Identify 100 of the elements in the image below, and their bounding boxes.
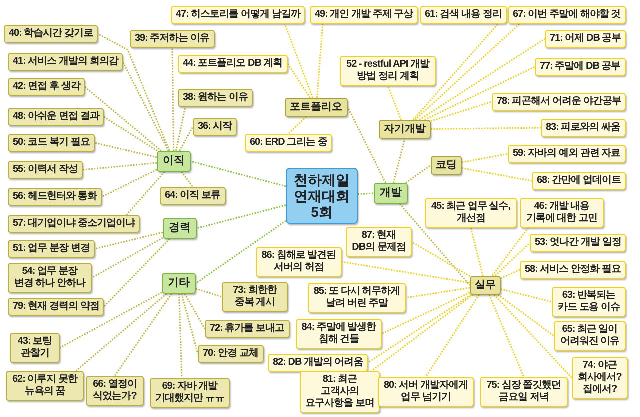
topic-note: 69: 자바 개발 기대했지만 ㅠㅠ — [150, 378, 230, 408]
topic-note: 57: 대기업이냐 중소기업이냐 — [8, 215, 140, 233]
topic-note: 64: 이직 보류 — [160, 187, 226, 205]
topic-note: 73: 희한한 중복 게시 — [222, 282, 288, 312]
subtopic: 실무 — [470, 276, 501, 295]
connector-line — [184, 294, 206, 330]
topic-note: 51: 업무 분장 변경 — [8, 240, 95, 258]
connector-line — [104, 116, 158, 152]
connector-line — [412, 241, 470, 278]
topic-note: 38: 원하는 이유 — [178, 89, 254, 107]
topic-note: 82: DB 개발의 어려움 — [268, 354, 368, 372]
connector-line — [172, 48, 175, 152]
topic-note: 41: 서비스 개발의 회의감 — [8, 53, 124, 71]
central-topic: 천하제일 연재대회 5회 — [286, 168, 358, 224]
main-topic: 기타 — [162, 273, 196, 294]
connector-line — [179, 126, 194, 152]
connector-line — [181, 294, 199, 354]
topic-note: 60: ERD 그리는 중 — [245, 134, 332, 152]
connector-line — [103, 238, 170, 308]
connector-line — [190, 160, 286, 188]
connector-line — [406, 164, 432, 184]
connector-line — [462, 153, 508, 164]
topic-note: 54: 업무 분장 변경 하나 안하나 — [8, 263, 92, 293]
topic-note: 86: 침해로 발견된 서버의 허점 — [256, 247, 342, 277]
connector-line — [500, 269, 520, 280]
connector-line — [500, 288, 552, 303]
connector-line — [498, 294, 554, 337]
topic-note: 79: 현재 경력의 약점 — [8, 298, 104, 316]
topic-note: 61: 검색 내용 정리 — [420, 6, 507, 24]
connector-line — [316, 24, 324, 98]
topic-note: 70: 안경 교체 — [198, 345, 264, 363]
connector-line — [494, 294, 573, 379]
connector-line — [430, 101, 492, 122]
connector-line — [358, 192, 374, 196]
topic-note: 80: 서버 개발자에게 업무 넘기기 — [378, 377, 474, 407]
main-topic: 이직 — [157, 151, 191, 172]
topic-note: 52 - restful API 개발 방법 정리 계획 — [340, 56, 436, 86]
connector-line — [126, 171, 166, 216]
connector-line — [425, 294, 480, 378]
connector-line — [392, 138, 406, 184]
connector-line — [488, 294, 525, 378]
topic-note: 62: 이루지 못한 뉴욕의 꿈 — [6, 371, 84, 401]
connector-line — [494, 242, 531, 277]
connector-line — [347, 107, 386, 184]
topic-note: 46: 개발 내용 기록에 대한 고민 — [520, 198, 604, 228]
connector-line — [84, 86, 162, 152]
topic-note: 75: 심장 쫄깃했던 금요일 저녁 — [480, 377, 568, 407]
connector-line — [114, 294, 172, 376]
topic-note: 49: 개인 개발 주제 구상 — [310, 6, 418, 24]
connector-line — [399, 203, 471, 286]
connector-line — [288, 116, 308, 135]
connector-line — [430, 127, 541, 130]
connector-line — [412, 23, 499, 121]
topic-note: 83: 피로와의 싸움 — [541, 119, 626, 137]
main-topic: 개발 — [374, 183, 408, 204]
connector-line — [102, 169, 158, 198]
topic-note: 40: 학습시간 갖기로 — [4, 25, 98, 43]
topic-note: 68: 간만에 업데이트 — [532, 172, 626, 190]
connector-line — [284, 24, 314, 98]
connector-line — [424, 66, 536, 121]
topic-note: 77: 주말에 DB 공부 — [535, 58, 626, 76]
connector-line — [287, 64, 311, 98]
topic-note: 39: 주저하는 이유 — [130, 30, 215, 48]
topic-note: 71: 어제 DB 공부 — [545, 30, 626, 48]
topic-note: 67: 이번 주말에 해야할 것 — [508, 6, 626, 24]
connector-line — [419, 38, 546, 121]
connector-line — [382, 292, 470, 335]
connector-line — [470, 228, 484, 276]
topic-note: 58: 서비스 안정화 필요 — [520, 261, 626, 279]
topic-note: 65: 최근 일이 어려워진 이유 — [554, 321, 626, 351]
connector-line — [181, 172, 194, 188]
connector-line — [175, 106, 186, 152]
connector-line — [178, 294, 183, 378]
topic-note: 45: 최근 업무 실수, 개선점 — [425, 198, 517, 228]
topic-note: 36: 시작 — [193, 118, 238, 136]
connector-line — [76, 293, 168, 372]
topic-note: 44: 포트폴리오 DB 계획 — [178, 55, 288, 73]
topic-note: 66: 열정이 식었는가? — [86, 376, 144, 406]
topic-note: 47: 히스토리를 어떻게 남길까 — [171, 6, 306, 24]
connector-line — [94, 142, 158, 158]
topic-note: 81: 최근 고객사의 요구사항을 보며 — [300, 371, 380, 413]
connector-line — [196, 204, 286, 230]
topic-note: 74: 야근 회사에서? 집에서? — [572, 357, 628, 399]
connector-line — [387, 86, 402, 120]
connector-line — [122, 62, 170, 152]
topic-note: 53: 엇나간 개발 일정 — [530, 234, 626, 252]
topic-note: 87: 현재 DB의 문제점 — [346, 227, 412, 257]
topic-note: 63: 반복되는 카드 도용 이슈 — [552, 287, 626, 317]
topic-note: 43: 보팅 관찰기 — [10, 333, 60, 363]
connector-line — [462, 168, 532, 182]
connector-line — [60, 292, 162, 349]
topic-note: 78: 피곤해서 어려운 야간공부 — [492, 93, 626, 111]
connector-line — [196, 220, 286, 284]
topic-note: 55: 이력서 작성 — [8, 161, 84, 179]
connector-line — [196, 288, 222, 298]
connector-line — [92, 237, 164, 279]
topic-note: 48: 아쉬운 면접 결과 — [8, 108, 104, 126]
topic-note: 72: 휴가를 보내고 — [205, 320, 290, 338]
topic-note: 42: 면접 후 생각 — [8, 78, 86, 96]
subtopic: 포트폴리오 — [285, 98, 348, 117]
